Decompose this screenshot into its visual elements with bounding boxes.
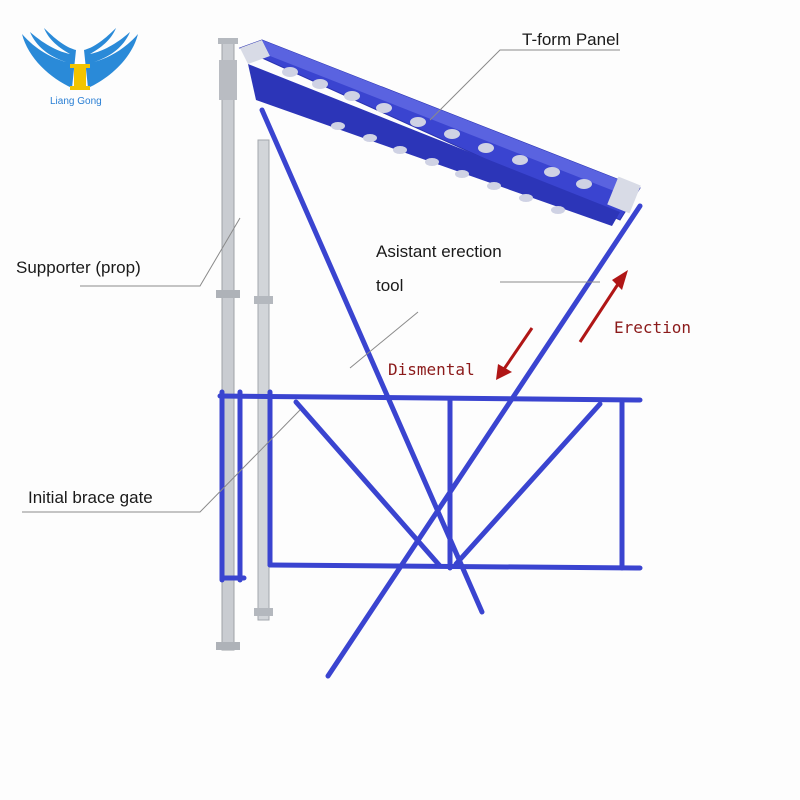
dismental-arrow bbox=[496, 327, 534, 380]
t-form-panel bbox=[238, 39, 641, 226]
prop-right bbox=[254, 139, 273, 621]
assistant-erection-tool bbox=[259, 107, 643, 679]
prop-left bbox=[216, 38, 240, 651]
logo-left-wing bbox=[22, 28, 76, 88]
erection-label: Erection bbox=[614, 318, 692, 337]
logo-center-mark bbox=[74, 66, 86, 88]
brace-gate-label: Initial brace gate bbox=[28, 488, 153, 507]
supporter-label: Supporter (prop) bbox=[16, 258, 141, 277]
erection-arrow bbox=[578, 270, 628, 343]
assistant-tool-label-line1: Asistant erection bbox=[376, 242, 502, 261]
liang-gong-logo bbox=[22, 28, 138, 90]
panel-holes bbox=[282, 67, 592, 214]
dismental-label: Dismental bbox=[388, 360, 475, 379]
logo-right-wing bbox=[84, 28, 138, 88]
brace-gate-frame bbox=[217, 389, 643, 583]
logo-text: Liang Gong bbox=[50, 96, 102, 107]
leader-lines bbox=[22, 49, 620, 513]
assistant-tool-label-line2: tool bbox=[376, 276, 404, 295]
t-form-panel-label: T-form Panel bbox=[522, 30, 620, 49]
